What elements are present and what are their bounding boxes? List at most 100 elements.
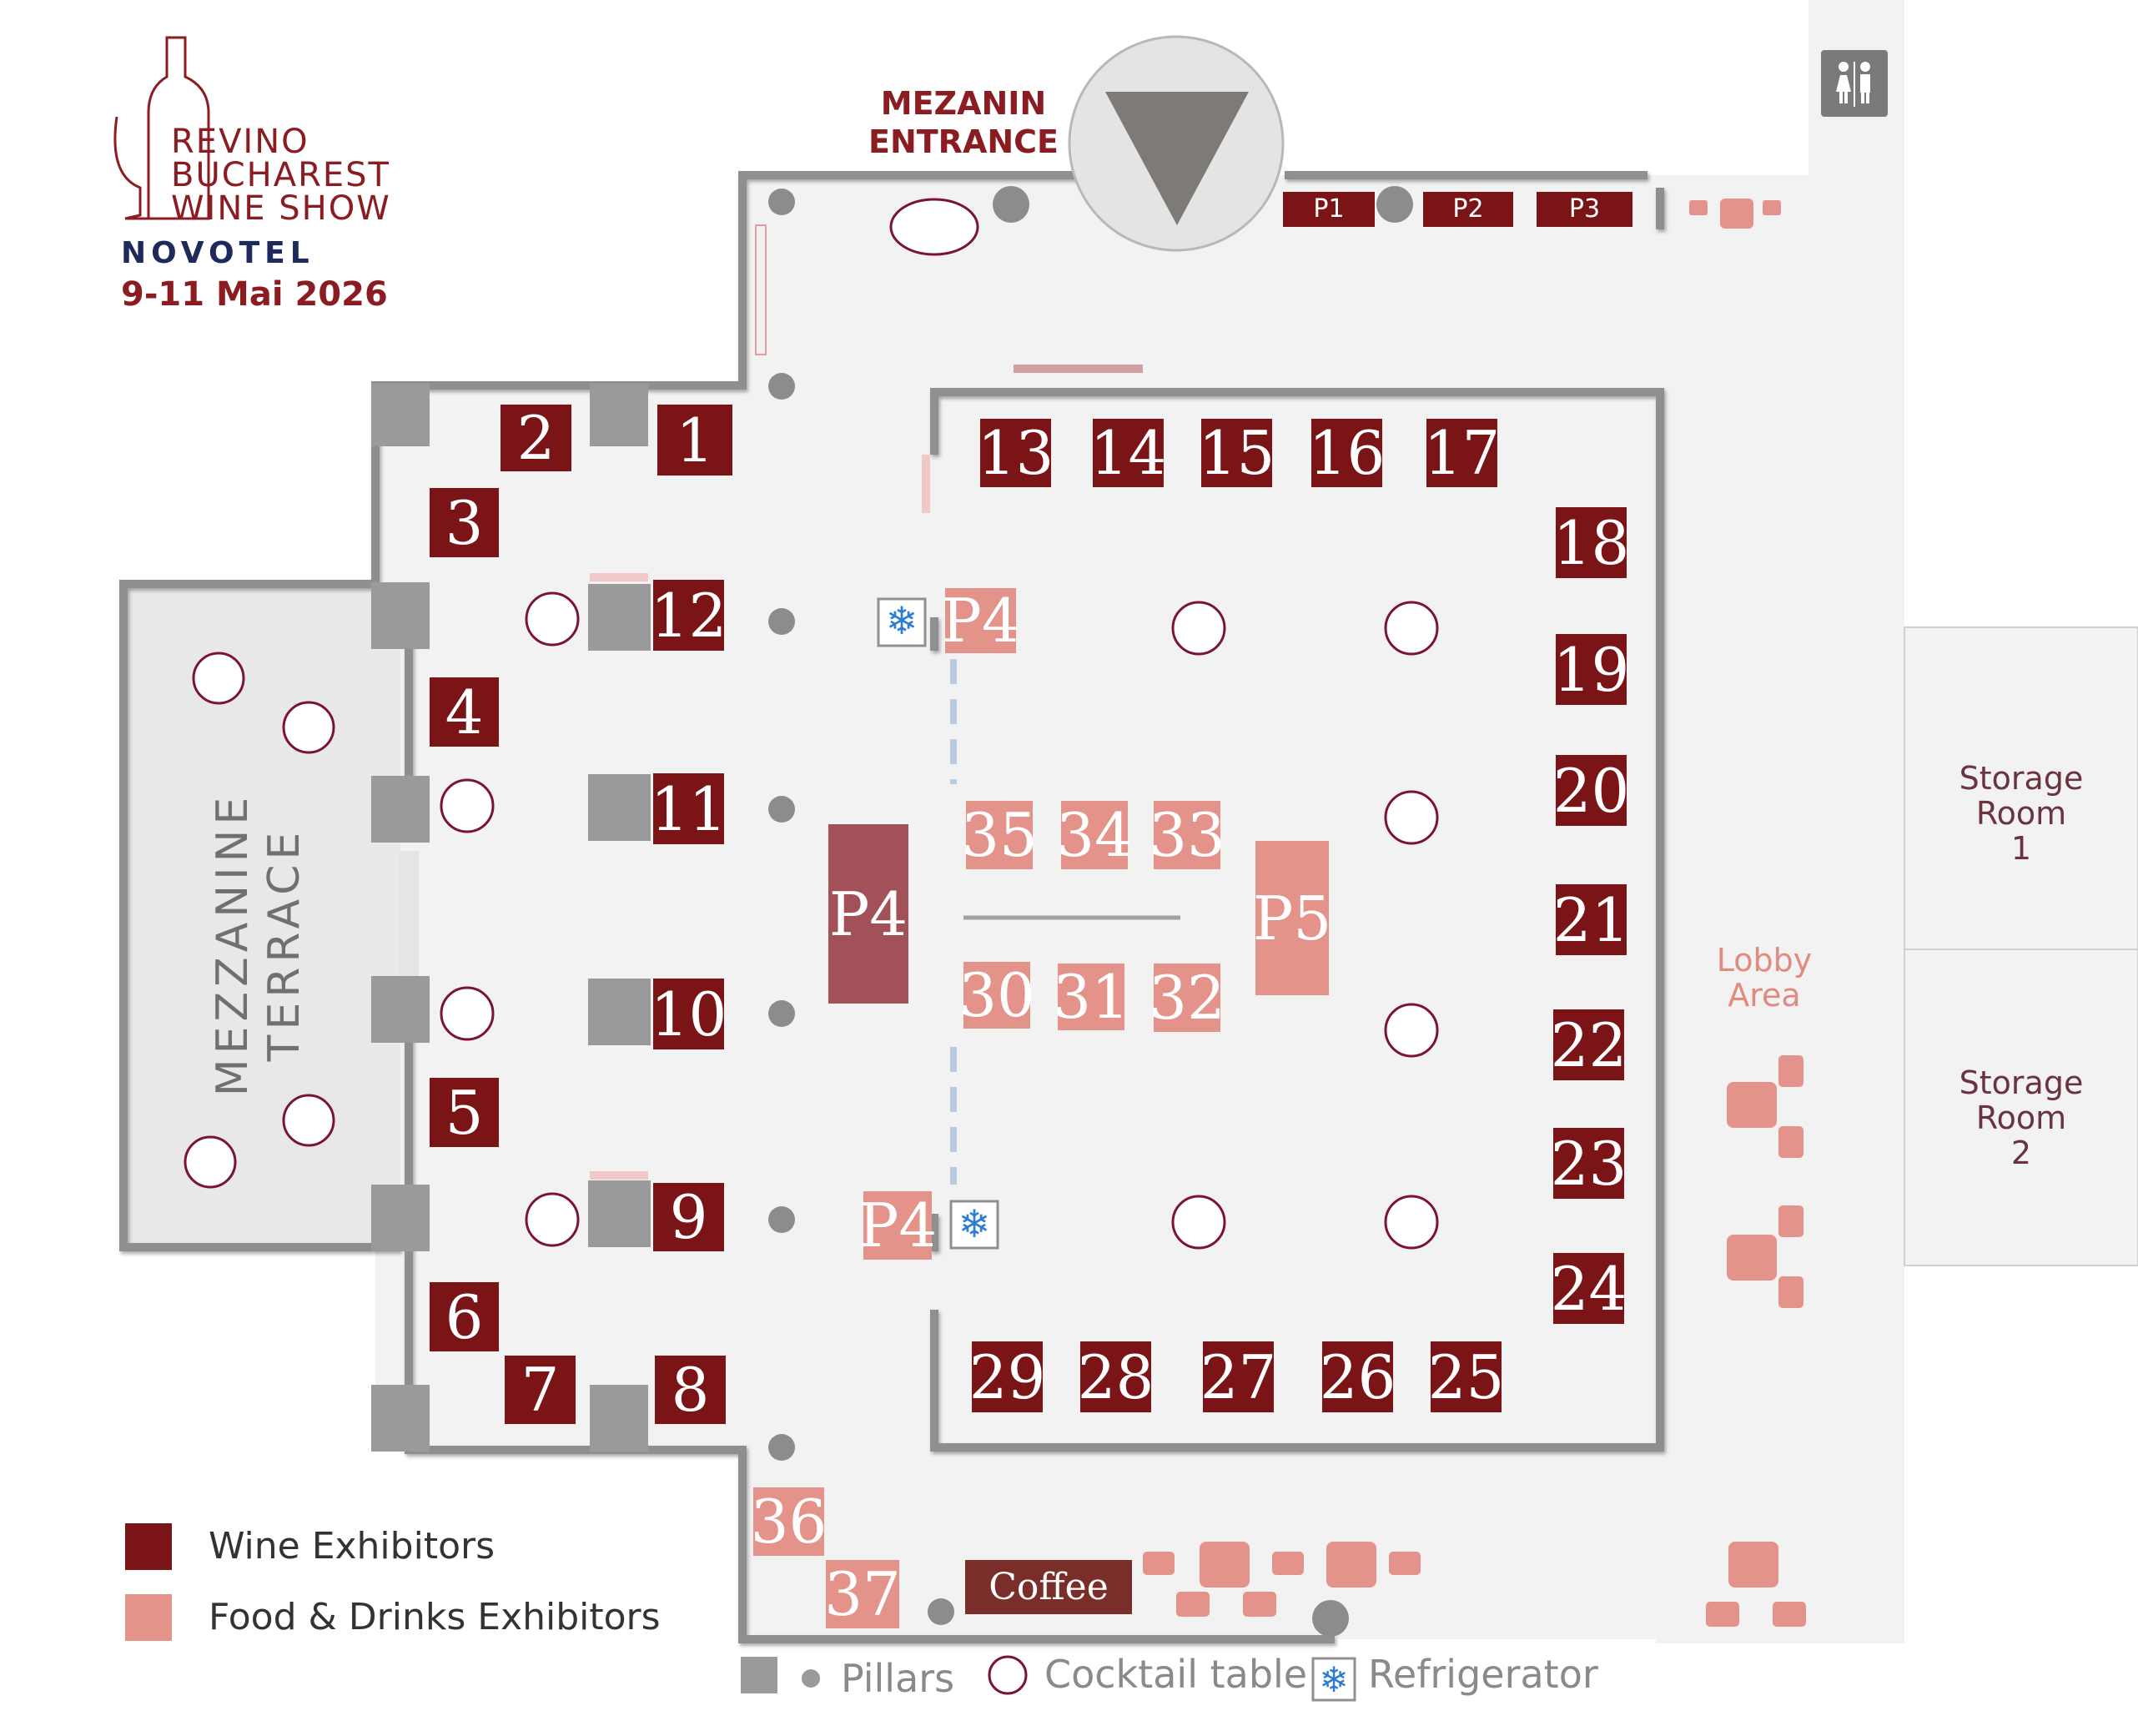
cocktail-table-icon (889, 198, 979, 256)
booth-wine-8[interactable]: 8 (655, 1356, 726, 1424)
legend-wine-swatch (125, 1523, 172, 1570)
booth-food-32[interactable]: 32 (1149, 963, 1225, 1033)
lobby-label: Lobby Area (1702, 943, 1827, 1013)
pillar-round-icon (928, 1598, 954, 1625)
booth-wine-12[interactable]: 12 (650, 580, 727, 651)
down-arrow-entrance-icon (1105, 92, 1249, 225)
svg-text:❄: ❄ (886, 598, 918, 643)
booth-premium-p4-center[interactable]: P4 (828, 824, 908, 1004)
pillar-round-icon (768, 189, 795, 215)
pillar-square-icon (588, 584, 651, 651)
booth-wine-28[interactable]: 28 (1077, 1341, 1155, 1412)
booth-wine-2[interactable]: 2 (501, 405, 571, 471)
cocktail-table-icon (525, 1192, 580, 1247)
pillar-square-icon (371, 1385, 430, 1452)
legend-fridge-label: Refrigerator (1368, 1652, 1598, 1697)
pillar-square-icon (371, 384, 430, 446)
booth-wine-1[interactable]: 1 (657, 405, 732, 476)
booth-food-30[interactable]: 30 (958, 960, 1035, 1030)
booth-wine-29[interactable]: 29 (968, 1341, 1046, 1412)
booth-wine-14[interactable]: 14 (1089, 418, 1167, 488)
booth-premium-p4-south[interactable]: P4 (858, 1190, 938, 1260)
event-title-line-1: REVINO (171, 123, 309, 161)
booth-wine-18[interactable]: 18 (1552, 507, 1630, 578)
booth-premium-p5[interactable]: P5 (1253, 841, 1331, 995)
storage-block (1904, 626, 2138, 1266)
booth-food-36[interactable]: 36 (750, 1487, 828, 1557)
pillar-round-icon (768, 1206, 795, 1233)
pillar-square-icon (371, 1185, 430, 1251)
svg-text:❄: ❄ (1319, 1659, 1348, 1700)
booth-wine-25[interactable]: 25 (1427, 1341, 1505, 1412)
entrance-label-line-2: ENTRANCE (868, 123, 1059, 160)
booth-premium-p2[interactable]: P2 (1423, 192, 1513, 227)
booth-wine-5[interactable]: 5 (430, 1078, 499, 1147)
booth-wine-22[interactable]: 22 (1550, 1009, 1627, 1080)
booth-wine-21[interactable]: 21 (1552, 884, 1630, 955)
cocktail-table-icon (1171, 601, 1226, 656)
booth-food-34[interactable]: 34 (1056, 800, 1133, 870)
booth-food-37[interactable]: 37 (824, 1559, 901, 1629)
cocktail-table-icon (184, 1135, 237, 1189)
booth-wine-4[interactable]: 4 (430, 677, 499, 747)
booth-food-33[interactable]: 33 (1149, 800, 1225, 870)
snowflake-icon (1311, 1657, 1356, 1702)
pillar-square-icon (588, 774, 651, 841)
cocktail-table-icon (525, 591, 580, 647)
terrace-label-line-1: MEZZANINE (208, 792, 258, 1097)
booth-premium-p1[interactable]: P1 (1283, 192, 1375, 227)
cocktail-table-icon (988, 1655, 1028, 1695)
pillar-round-icon (1376, 186, 1413, 223)
booth-wine-16[interactable]: 16 (1308, 418, 1386, 488)
cocktail-table-icon (1171, 1195, 1226, 1250)
walls (119, 171, 1664, 1643)
cocktail-table-icon (440, 778, 495, 833)
pillar-square-icon (741, 1657, 777, 1693)
booth-wine-15[interactable]: 15 (1198, 418, 1275, 488)
booth-wine-13[interactable]: 13 (977, 418, 1054, 488)
booth-wine-20[interactable]: 20 (1552, 755, 1630, 826)
lobby-floor (1656, 175, 1904, 1643)
pillar-round-icon (768, 796, 795, 823)
booth-wine-24[interactable]: 24 (1550, 1253, 1627, 1324)
cocktail-table-icon (1384, 1003, 1439, 1058)
square-pillars (371, 384, 651, 1452)
cocktail-table-icon (1384, 790, 1439, 845)
pillar-square-icon (371, 582, 430, 649)
booth-premium-p4-north[interactable]: P4 (941, 586, 1020, 656)
booth-premium-p3[interactable]: P3 (1537, 192, 1632, 227)
pillar-square-icon (590, 384, 648, 446)
booth-food-35[interactable]: 35 (961, 800, 1038, 870)
coffee-stand[interactable]: Coffee (965, 1560, 1132, 1614)
booth-wine-17[interactable]: 17 (1423, 418, 1501, 488)
booth-wine-27[interactable]: 27 (1200, 1341, 1277, 1412)
booth-wine-11[interactable]: 11 (650, 773, 727, 844)
event-dates: 9-11 Mai 2026 (121, 275, 388, 314)
pillar-round-icon (802, 1669, 820, 1688)
pillar-square-icon (588, 1180, 651, 1247)
booth-wine-9[interactable]: 9 (653, 1183, 724, 1251)
round-pillars (768, 186, 1413, 1637)
storage-room-1-label[interactable]: Storage Room 1 (1921, 761, 2121, 866)
event-title-line-3: WINE SHOW (171, 189, 391, 228)
pillar-round-icon (993, 186, 1029, 223)
hotel-name: NOVOTEL (121, 236, 314, 270)
booth-wine-7[interactable]: 7 (505, 1356, 576, 1424)
booth-food-31[interactable]: 31 (1053, 962, 1129, 1032)
booth-wine-3[interactable]: 3 (430, 488, 499, 557)
cocktail-tables (184, 591, 1439, 1250)
cocktail-table-icon (440, 986, 495, 1041)
booth-wine-6[interactable]: 6 (430, 1282, 499, 1351)
booth-wine-26[interactable]: 26 (1319, 1341, 1396, 1412)
storage-room-2-label[interactable]: Storage Room 2 (1921, 1065, 2121, 1170)
storage-room-2-line-3: 2 (2010, 1135, 2032, 1171)
pillar-round-icon (768, 1000, 795, 1027)
booth-wine-23[interactable]: 23 (1550, 1128, 1627, 1199)
booth-wine-19[interactable]: 19 (1552, 634, 1630, 705)
storage-room-1-line-3: 1 (2010, 830, 2032, 867)
entrance-label-line-1: MEZANIN (880, 85, 1047, 122)
booth-wine-10[interactable]: 10 (650, 979, 727, 1049)
legend-pillars-label: Pillars (841, 1656, 955, 1701)
pillar-round-icon (768, 373, 795, 400)
pillar-square-icon (588, 979, 651, 1045)
